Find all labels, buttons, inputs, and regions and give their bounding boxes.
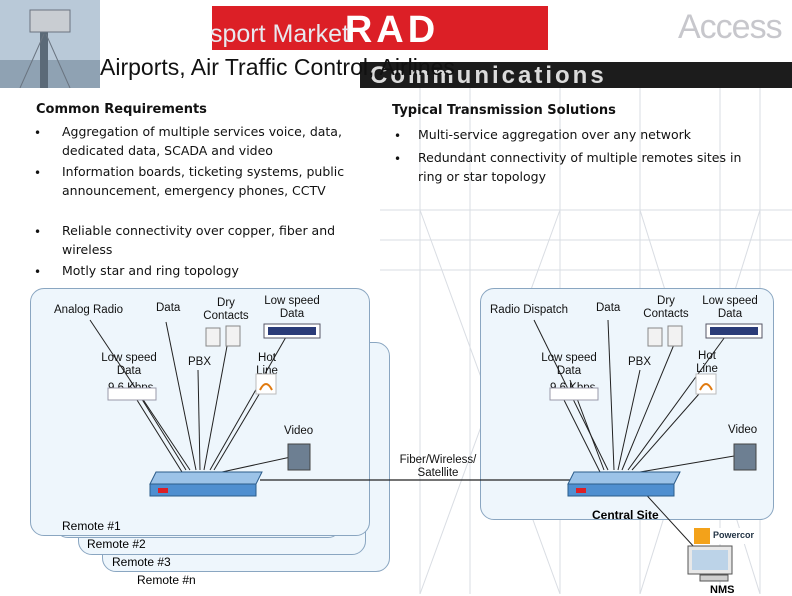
data-label: Data (596, 302, 621, 314)
remote-label: Remote #n (137, 573, 196, 587)
nms-computer-icon (687, 545, 733, 582)
svg-text:Communications: Communications (370, 62, 607, 88)
bullet: • (394, 129, 402, 143)
bullet: • (34, 166, 42, 180)
low-speed-data-label: Low speed Data (264, 295, 320, 320)
rad-logo-mark: RAD (212, 6, 548, 51)
radar-tower-image (0, 0, 100, 88)
requirement-item: Information boards, ticketing systems, p… (62, 164, 345, 198)
video-label: Video (728, 424, 758, 436)
data-label: Data (156, 302, 181, 314)
bullet: • (394, 152, 402, 166)
bullet: • (34, 126, 42, 140)
dry-contacts-label: Dry Contacts (203, 297, 249, 322)
common-requirements-heading: Common Requirements (36, 102, 207, 117)
analog-radio-label: Analog Radio (54, 304, 124, 316)
remote-label: Remote #1 (62, 519, 121, 533)
hot-line-label: Hot Line (696, 350, 718, 375)
pbx-label: PBX (628, 356, 652, 368)
low-speed-data-label: Low speed Data (702, 295, 758, 320)
powercor-logo (694, 528, 758, 544)
right-hub-device (567, 471, 681, 497)
page-title-line1: sport Market (210, 20, 349, 48)
requirement-item: Reliable connectivity over copper, fiber… (62, 223, 336, 257)
transmission-solutions-heading: Typical Transmission Solutions (392, 103, 616, 118)
requirement-item: Motly star and ring topology (62, 263, 239, 278)
nms-label: NMS (710, 584, 735, 596)
rad-logo: RAD (212, 6, 548, 51)
product-name: Access (678, 8, 783, 46)
low-speed-data-label: Low speed Data (541, 352, 597, 377)
remote-label: Remote #2 (87, 537, 146, 551)
page-title-line2: Airports, Air Traffic Control, Airlines (100, 54, 455, 80)
solution-item: Redundant connectivity of multiple remot… (418, 150, 742, 184)
pbx-label: PBX (188, 356, 212, 368)
dry-contacts-label: Dry Contacts (643, 295, 689, 320)
requirement-item: Aggregation of multiple services voice, … (62, 124, 342, 158)
left-hub-device (149, 471, 263, 497)
solution-item: Multi-service aggregation over any netwo… (418, 127, 691, 142)
communications-band: Communications (360, 62, 792, 88)
central-site-label: Central Site (592, 508, 659, 522)
link-type-label: Fiber/Wireless/ Satellite (399, 454, 477, 479)
remote-label: Remote #3 (112, 555, 171, 569)
video-label: Video (284, 425, 314, 437)
header: RAD sport Market Access Communications A… (0, 0, 792, 88)
radio-dispatch-label: Radio Dispatch (490, 304, 568, 316)
low-speed-data-label: Low speed Data (101, 352, 157, 377)
bullet: • (34, 265, 42, 279)
powercor-text: Powercor (713, 530, 755, 540)
bullet: • (34, 225, 42, 239)
svg-text:RAD: RAD (345, 9, 439, 50)
